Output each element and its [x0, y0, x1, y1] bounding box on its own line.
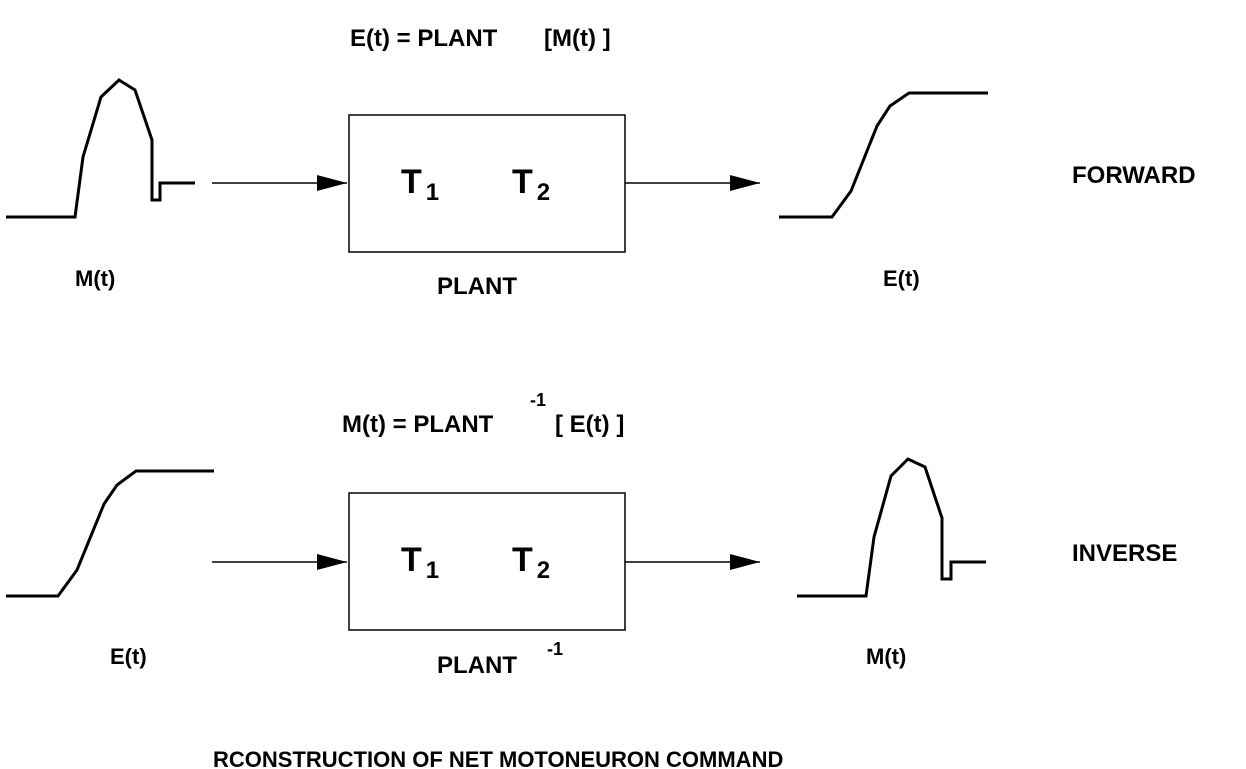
inverse-plant-label: PLANT: [437, 652, 517, 679]
inverse-output-label: M(t): [866, 644, 906, 669]
forward-plant-label: PLANT: [437, 273, 517, 300]
forward-input-label: M(t): [75, 266, 115, 291]
forward-output-label: E(t): [883, 266, 920, 291]
forward-equation-arg: [M(t) ]: [544, 25, 611, 52]
inverse-plant-box: [348, 492, 626, 631]
forward-mode-label: FORWARD: [1072, 162, 1196, 189]
inverse-equation-lhs: M(t) = PLANT: [342, 411, 494, 438]
inverse-output-motoneuron-waveform: [797, 457, 986, 598]
inverse-mode-label: INVERSE: [1072, 540, 1177, 567]
forward-input-motoneuron-waveform: [6, 78, 195, 219]
inverse-plant-label-exponent: -1: [547, 639, 563, 659]
inverse-input-label: E(t): [110, 644, 147, 669]
inverse-equation-exponent: -1: [530, 390, 546, 410]
inverse-input-position-waveform: [6, 469, 214, 598]
forward-output-position-waveform: [779, 91, 988, 219]
forward-equation-lhs: E(t) = PLANT: [350, 25, 498, 52]
inverse-equation-arg: [ E(t) ]: [555, 411, 624, 438]
forward-plant-box: [348, 114, 626, 253]
figure-caption: RCONSTRUCTION OF NET MOTONEURON COMMAND: [213, 747, 783, 769]
